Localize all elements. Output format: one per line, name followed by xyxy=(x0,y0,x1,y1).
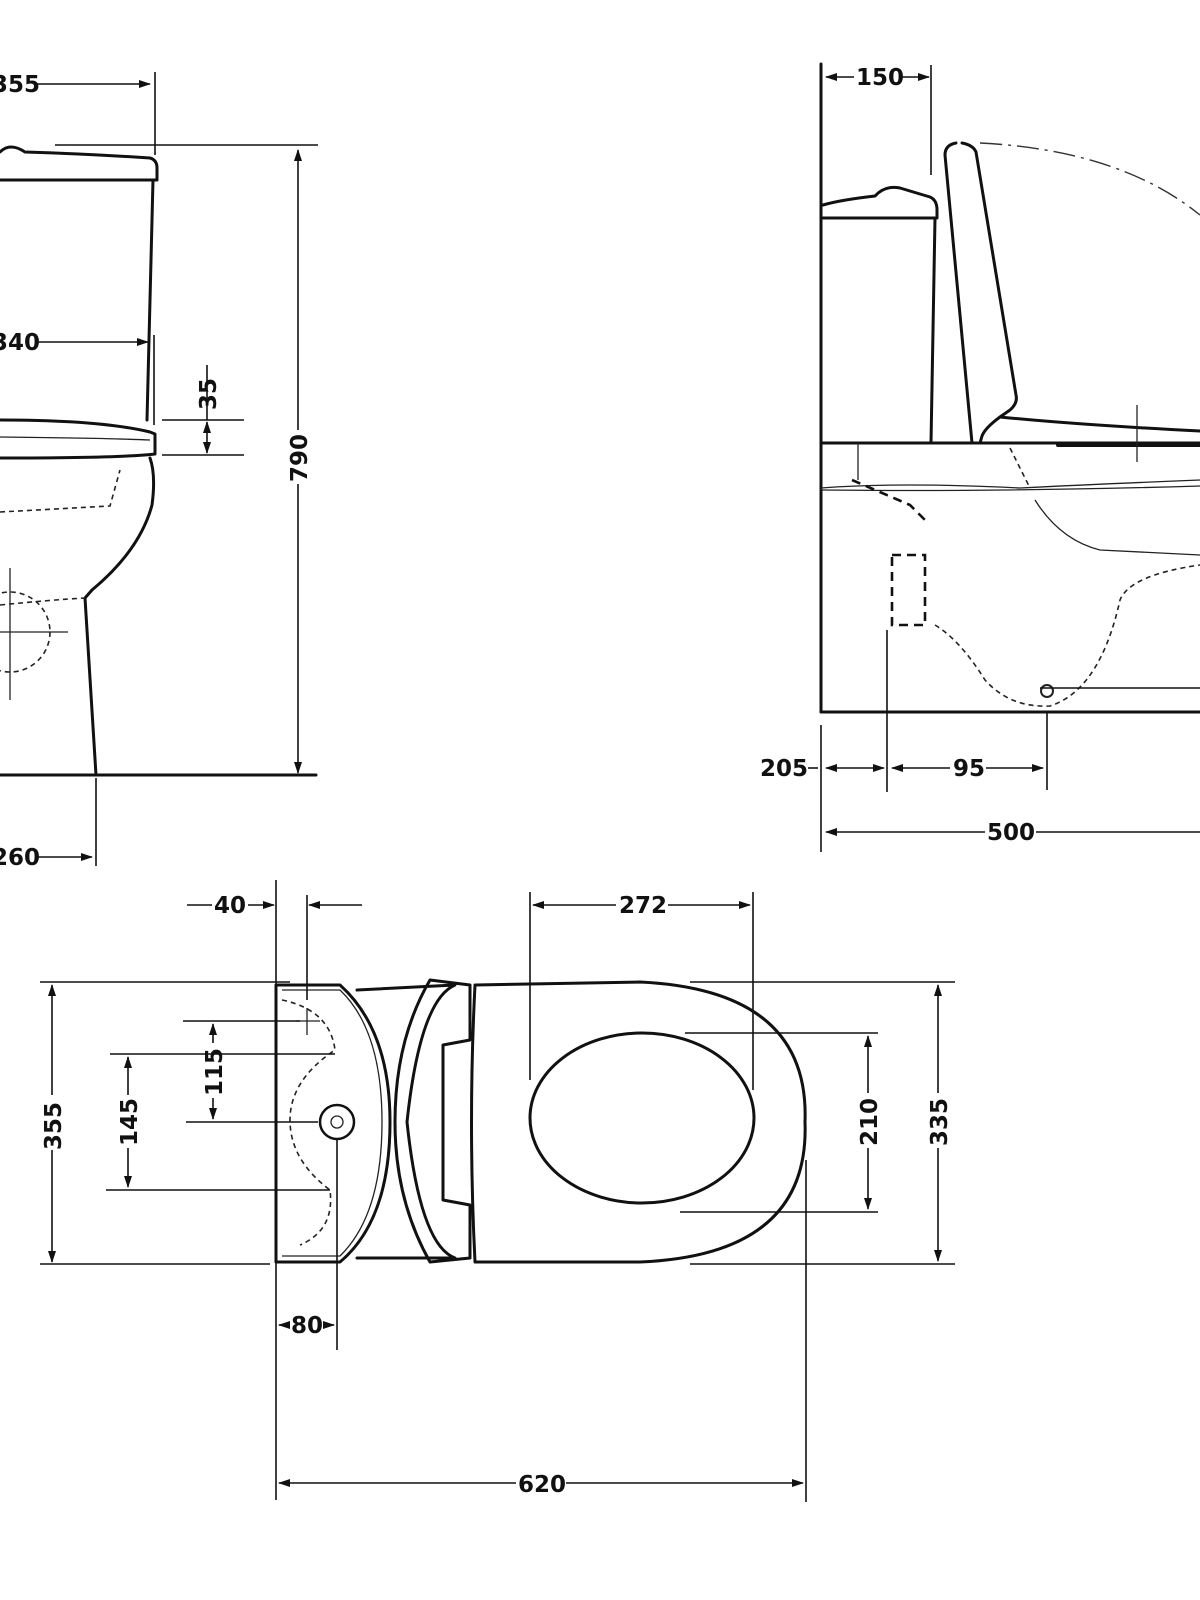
trapway-hidden xyxy=(0,469,121,606)
tank-lid xyxy=(0,145,159,182)
side-trap-hidden xyxy=(851,478,927,627)
seat-opening xyxy=(528,1031,756,1205)
lid-swing-arc xyxy=(979,142,1200,216)
dim-seat-thickness: 35 xyxy=(196,378,222,410)
side-view: 150 205 95 500 xyxy=(760,62,1200,852)
dim-outlet-from-wall: 205 xyxy=(760,756,808,782)
side-seat-lid xyxy=(943,141,1018,445)
dim-seat-opening-length: 272 xyxy=(619,893,667,919)
dim-tank-offset: 150 xyxy=(856,65,904,91)
dim-tank-edge: 40 xyxy=(214,893,246,919)
dim-overall-width: 355 xyxy=(41,1102,67,1150)
front-view: 355 790 340 35 260 xyxy=(0,72,318,871)
top-seat-outline xyxy=(470,980,807,1264)
dim-outlet-to-fix: 95 xyxy=(953,756,985,782)
dim-outlet: 260 xyxy=(0,845,40,871)
dim-inlet-b: 145 xyxy=(117,1098,143,1146)
flush-button xyxy=(318,1103,356,1141)
bowl-outline xyxy=(83,456,156,777)
tank-body xyxy=(145,178,155,422)
dim-tank-depth: 355 xyxy=(0,72,40,98)
top-tank xyxy=(274,983,392,1264)
top-seat-hinge xyxy=(355,978,472,1264)
side-tank xyxy=(821,185,939,445)
dim-inlet-a: 115 xyxy=(202,1048,228,1096)
dim-total-height: 790 xyxy=(287,434,313,482)
dim-opening-width: 210 xyxy=(857,1098,883,1146)
seat xyxy=(0,418,157,460)
dim-projection: 500 xyxy=(987,820,1035,846)
dim-bowl-width: 335 xyxy=(927,1098,953,1146)
dim-overall-length: 620 xyxy=(518,1472,566,1498)
dim-outlet-center: 80 xyxy=(291,1313,323,1339)
top-view: 40 272 355 145 115 210 335 80 xyxy=(40,880,955,1502)
dim-tank-lower: 340 xyxy=(0,330,40,356)
